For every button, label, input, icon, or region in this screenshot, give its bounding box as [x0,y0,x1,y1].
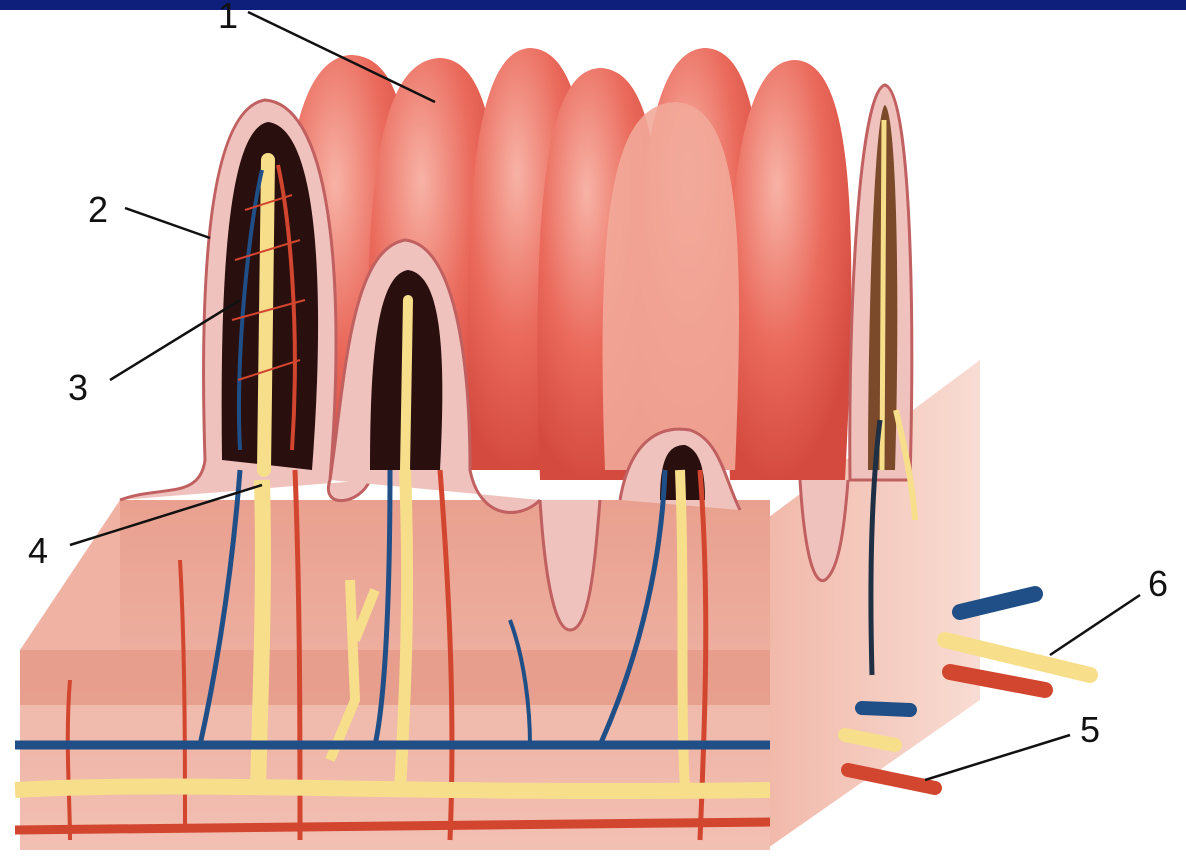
muscle-layer-inner [20,650,770,705]
lacteal [882,120,884,470]
tissue-block-edge [20,500,120,650]
artery-stub [848,770,935,788]
lacteal [405,300,408,470]
lymph-main [15,786,770,791]
label-5: 5 [1080,709,1100,750]
lymph-stub [845,735,895,745]
artery [68,680,70,840]
villus-front-highlight [603,102,739,470]
label-2: 2 [88,189,108,230]
label-3: 3 [68,367,88,408]
lacteal [264,160,268,470]
label-6: 6 [1148,563,1168,604]
label-4: 4 [28,530,48,571]
label-1: 1 [218,0,238,36]
leader-line-6 [1050,595,1140,655]
vein-stub [862,708,910,710]
muscle-layer-outer [20,705,770,745]
leader-line-5 [925,735,1070,780]
leader-line-2 [125,208,210,238]
